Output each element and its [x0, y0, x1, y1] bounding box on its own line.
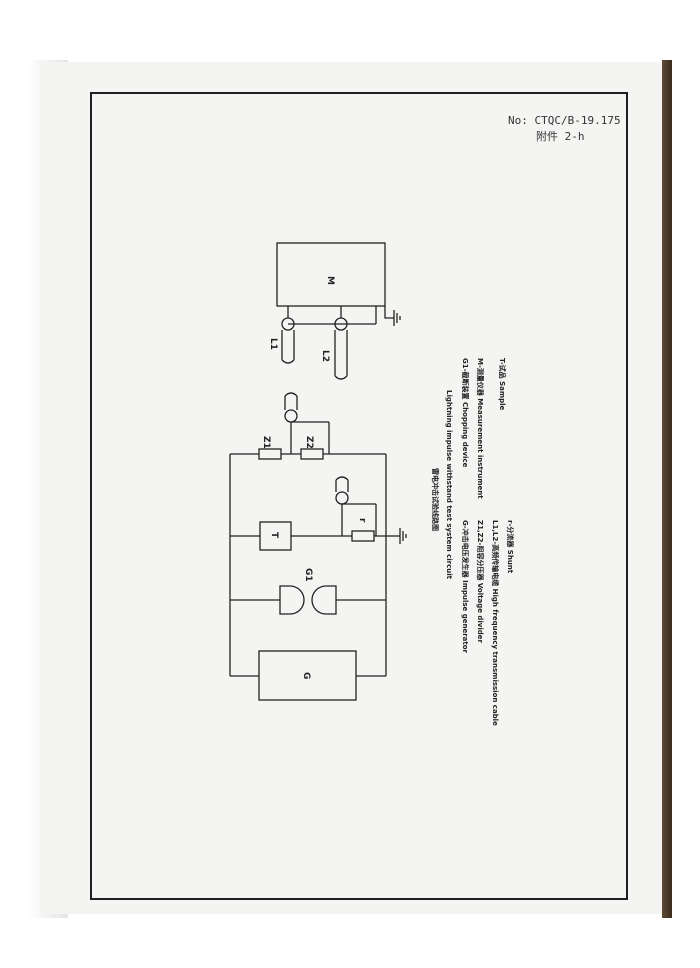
cable-l1-connector: [281, 317, 295, 331]
sample-t-box: [259, 521, 292, 551]
cable-l1-end: [281, 359, 295, 364]
label-g1: G1: [303, 568, 313, 582]
legend-chopping: G1-截断装置 Chopping device: [461, 358, 470, 468]
legend-generator: G-冲击电压发生器 Impulse generator: [461, 520, 470, 654]
legend-shunt: r-分流器 Shunt: [506, 520, 515, 574]
divider-z1-box: [258, 448, 282, 460]
label-l2: L2: [320, 350, 330, 362]
diagram-title-cn: 雷电冲击试验线路图: [431, 468, 440, 531]
page-frame: [90, 92, 628, 900]
shunt-r-box: [351, 530, 375, 542]
chopping-electrode-right: [311, 585, 337, 615]
document-header: No: CTQC/B-19.175 附件 2-h: [508, 113, 621, 145]
legend-divider: Z1,Z2-阻容分压器 Voltage divider: [476, 520, 485, 644]
label-l1: L1: [268, 338, 278, 350]
diagram-title-en: Lightning impulse withstand test system …: [445, 390, 453, 580]
instrument-ground-wire: [384, 306, 394, 319]
binding-edge: [662, 60, 672, 918]
divider-cable-connector: [284, 409, 298, 423]
label-z1: Z1: [261, 436, 271, 449]
paper-sheet: [40, 62, 662, 914]
cable-l2-end: [334, 375, 348, 380]
shunt-cable-end: [335, 476, 349, 481]
chopping-electrode-left: [279, 585, 305, 615]
document-number: No: CTQC/B-19.175: [508, 114, 621, 127]
label-t: T: [269, 532, 279, 539]
instrument-box: [276, 242, 386, 307]
attachment-label: 附件 2-h: [536, 130, 585, 143]
shunt-cable-connector: [335, 491, 349, 505]
divider-cable-end: [284, 392, 298, 397]
divider-z2-box: [300, 448, 324, 460]
label-z2: Z2: [304, 436, 314, 449]
legend-cable: L1,L2-高频传输电缆 High frequency transmission…: [491, 520, 500, 726]
legend-sample: T-试品 Sample: [498, 358, 507, 411]
legend-instrument: M-测量仪器 Measurement instrument: [476, 358, 485, 499]
cable-l2-connector: [334, 317, 348, 331]
label-g: G: [301, 672, 311, 679]
label-r: r: [357, 518, 367, 523]
label-m: M: [325, 276, 335, 285]
